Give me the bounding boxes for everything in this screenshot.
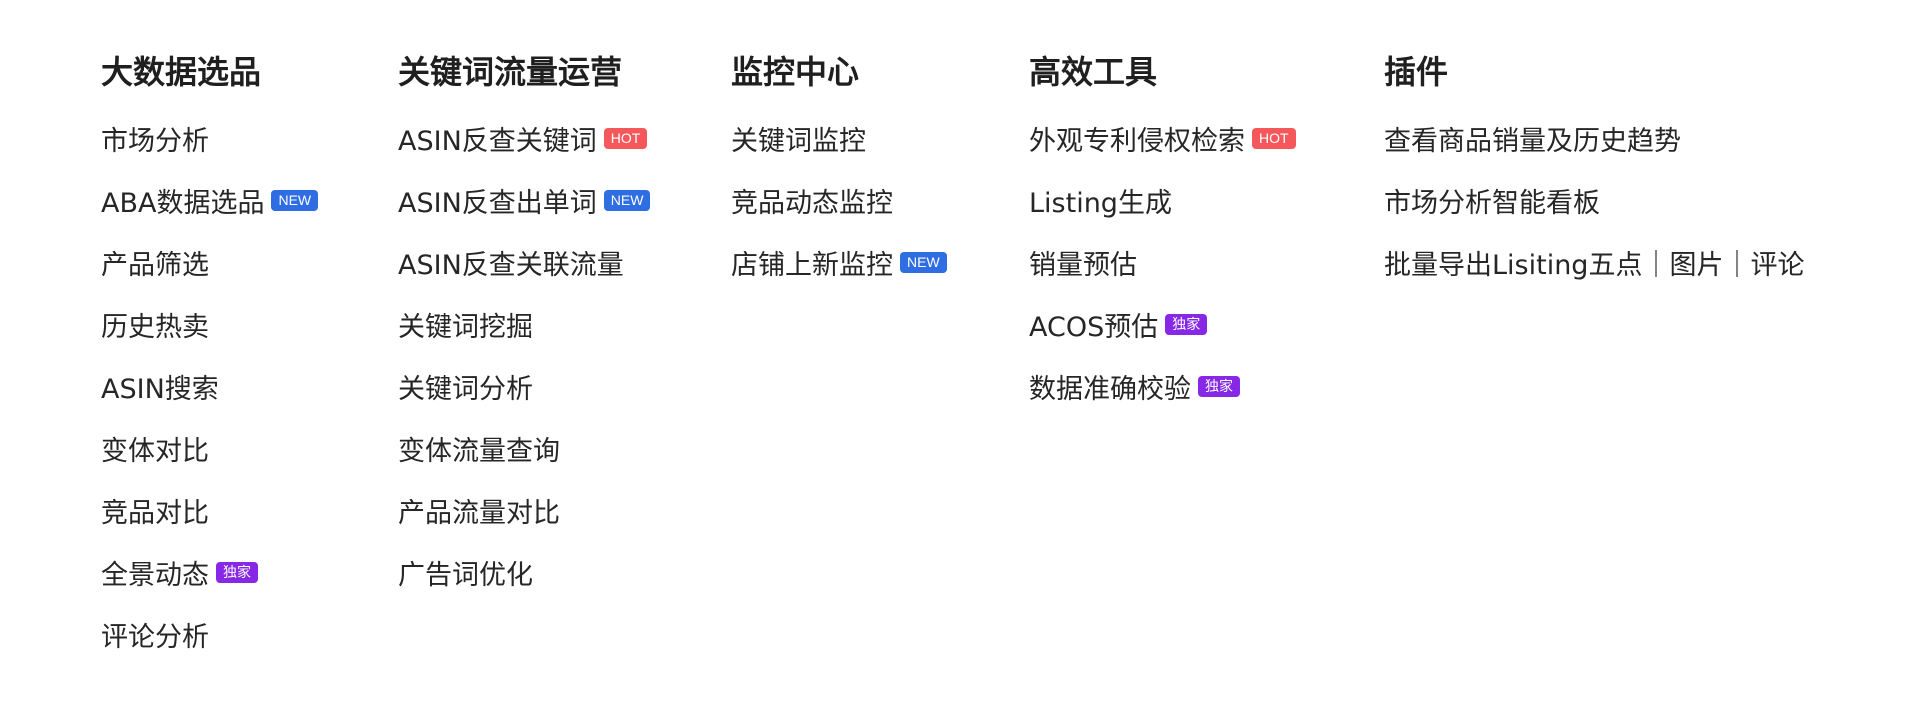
menu-item-link[interactable]: 数据准确校验独家 (1029, 366, 1296, 406)
menu-item-label: 市场分析 (101, 125, 209, 157)
menu-item-label: ASIN反查关键词 (398, 125, 597, 157)
menu-item-label: ABA数据选品 (101, 187, 265, 219)
menu-item-link[interactable]: 关键词分析 (398, 366, 650, 406)
menu-item-link[interactable]: 竞品动态监控 (731, 180, 947, 220)
column-big-data-selection: 大数据选品 市场分析 ABA数据选品 NEW 产品筛选历史热卖 ASIN搜索变体对比竞品… (101, 48, 319, 676)
menu-item-label: 广告词优化 (398, 559, 533, 591)
menu-item-label: Listing生成 (1029, 187, 1172, 219)
menu-item-link[interactable]: 查看商品销量及历史趋势 (1384, 118, 1804, 158)
menu-item-link[interactable]: 竞品对比 (101, 490, 318, 530)
menu-item-link[interactable]: 外观专利侵权检索 HOT (1029, 118, 1296, 158)
exclusive-badge: 独家 (1198, 375, 1240, 397)
menu-item-label: ASIN反查出单词 (398, 187, 597, 219)
menu-item-label: 竞品对比 (101, 497, 209, 529)
column-plugins: 插件 查看商品销量及历史趋势市场分析智能看板批量导出Lisiting五点｜图片｜… (1384, 48, 1804, 304)
new-badge: NEW (900, 251, 947, 273)
menu-item-link[interactable]: 关键词监控 (731, 118, 947, 158)
menu-item-label: 产品流量对比 (398, 497, 560, 529)
menu-item-label: 关键词挖掘 (398, 311, 533, 343)
column-title: 监控中心 (731, 53, 860, 91)
menu-item-link[interactable]: 历史热卖 (101, 304, 318, 344)
menu-item-link[interactable]: 变体流量查询 (398, 428, 650, 468)
menu-item-link[interactable]: ASIN反查关键词 HOT (398, 118, 650, 158)
menu-item-label: 关键词分析 (398, 373, 533, 405)
column-items: 查看商品销量及历史趋势市场分析智能看板批量导出Lisiting五点｜图片｜评论 (1384, 118, 1804, 282)
column-items: 关键词监控竞品动态监控店铺上新监控 NEW (731, 118, 947, 282)
menu-item-label: 销量预估 (1029, 249, 1137, 281)
menu-item-link[interactable]: 全景动态独家 (101, 552, 318, 592)
menu-item-label: ACOS预估 (1029, 311, 1159, 343)
menu-item-label: 变体对比 (101, 435, 209, 467)
menu-item-label: 竞品动态监控 (731, 187, 893, 219)
new-badge: NEW (271, 189, 319, 211)
column-title: 大数据选品 (101, 53, 262, 91)
menu-item-link[interactable]: 广告词优化 (398, 552, 650, 592)
menu-item-link[interactable]: 批量导出Lisiting五点｜图片｜评论 (1384, 242, 1804, 282)
menu-item-link[interactable]: 店铺上新监控 NEW (731, 242, 947, 282)
menu-item-label: ASIN搜索 (101, 373, 219, 405)
column-monitoring-center: 监控中心 关键词监控竞品动态监控店铺上新监控 NEW (731, 48, 947, 304)
column-title: 关键词流量运营 (398, 53, 623, 91)
column-title: 高效工具 (1029, 53, 1158, 91)
menu-item-label: ASIN反查关联流量 (398, 249, 624, 281)
menu-item-link[interactable]: 评论分析 (101, 614, 318, 654)
exclusive-badge: 独家 (216, 561, 258, 583)
menu-item-link[interactable]: Listing生成 (1029, 180, 1296, 220)
menu-item-label: 店铺上新监控 (731, 249, 893, 281)
menu-item-link[interactable]: ABA数据选品 NEW (101, 180, 319, 220)
hot-badge: HOT (1252, 127, 1296, 149)
menu-item-label: 数据准确校验 (1029, 373, 1191, 405)
menu-item-link[interactable]: ACOS预估独家 (1029, 304, 1296, 344)
menu-item-label: 查看商品销量及历史趋势 (1384, 125, 1681, 157)
menu-item-link[interactable]: 关键词挖掘 (398, 304, 650, 344)
menu-item-label: 变体流量查询 (398, 435, 560, 467)
menu-item-label: 历史热卖 (101, 311, 209, 343)
menu-item-link[interactable]: 产品流量对比 (398, 490, 650, 530)
menu-item-label: 全景动态 (101, 559, 209, 591)
menu-item-label: 关键词监控 (731, 125, 866, 157)
column-title: 插件 (1384, 53, 1449, 91)
exclusive-badge: 独家 (1165, 313, 1208, 335)
menu-item-link[interactable]: 产品筛选 (101, 242, 318, 282)
column-keyword-traffic: 关键词流量运营 ASIN反查关键词 HOT ASIN反查出单词 NEW ASIN反查关联… (398, 48, 651, 614)
menu-item-label: 产品筛选 (101, 249, 209, 281)
menu-item-label: 评论分析 (101, 621, 209, 653)
menu-item-link[interactable]: 市场分析智能看板 (1384, 180, 1804, 220)
hot-badge: HOT (603, 127, 648, 149)
menu-item-link[interactable]: ASIN搜索 (101, 366, 318, 406)
column-items: ASIN反查关键词 HOT ASIN反查出单词 NEW ASIN反查关联流量关键词挖掘关… (398, 118, 651, 592)
column-items: 市场分析 ABA数据选品 NEW 产品筛选历史热卖 ASIN搜索变体对比竞品对比全景动态… (101, 118, 319, 654)
menu-item-label: 外观专利侵权检索 (1029, 125, 1245, 157)
menu-item-label: 批量导出Lisiting五点｜图片｜评论 (1384, 249, 1805, 281)
menu-item-link[interactable]: 市场分析 (101, 118, 318, 158)
new-badge: NEW (603, 189, 651, 211)
menu-item-link[interactable]: 变体对比 (101, 428, 318, 468)
menu-item-link[interactable]: ASIN反查出单词 NEW (398, 180, 651, 220)
menu-item-link[interactable]: ASIN反查关联流量 (398, 242, 650, 282)
menu-item-label: 市场分析智能看板 (1384, 187, 1600, 219)
menu-item-link[interactable]: 销量预估 (1029, 242, 1296, 282)
